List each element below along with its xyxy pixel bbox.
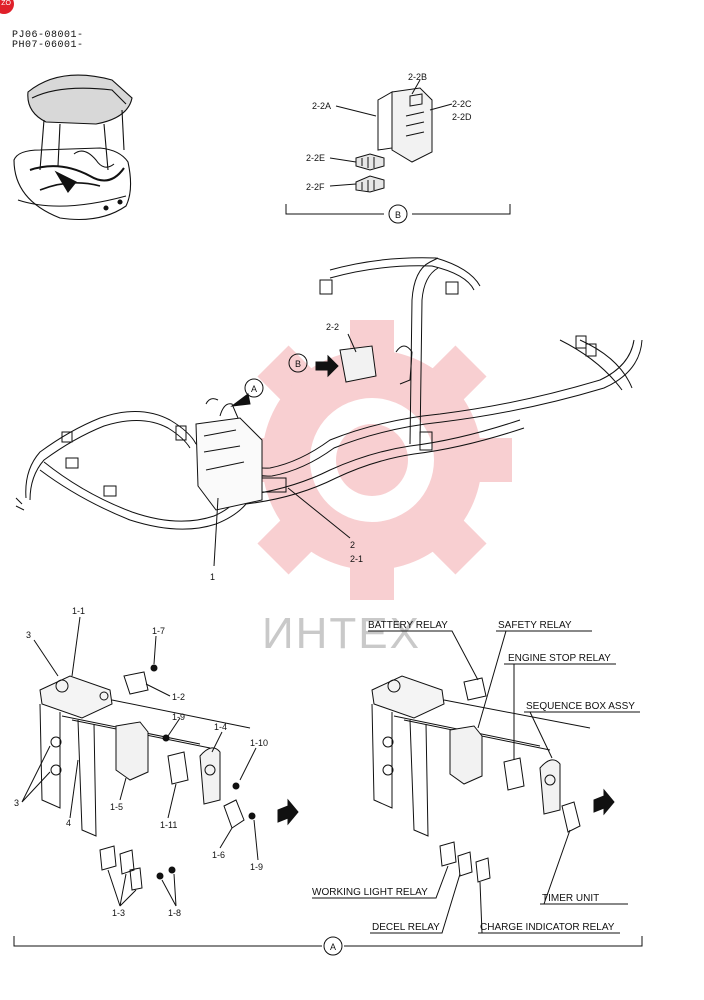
label-1-7: 1-7 — [152, 626, 165, 636]
label-1-11: 1-11 — [160, 820, 177, 830]
label-2-2C: 2-2C — [452, 99, 472, 109]
view-a-circle-main: A — [251, 384, 257, 394]
label-2-2A: 2-2A — [312, 101, 331, 111]
label-4: 4 — [66, 818, 71, 828]
view-b-circle-label: B — [395, 210, 401, 220]
label-1-2: 1-2 — [172, 692, 185, 702]
detail-a-exploded — [21, 616, 299, 907]
label-1-4: 1-4 — [214, 722, 227, 732]
label-1-9-b: 1-9 — [250, 862, 263, 872]
label-1-3: 1-3 — [112, 908, 125, 918]
label-1-8: 1-8 — [168, 908, 181, 918]
label-1-main: 1 — [210, 572, 215, 582]
serial-range-1: PJ06-08001- — [12, 30, 84, 41]
label-safety-relay: SAFETY RELAY — [498, 620, 572, 631]
label-1-9-a: 1-9 — [172, 712, 185, 722]
label-timer-unit: TIMER UNIT — [542, 893, 599, 904]
label-2-2E: 2-2E — [306, 153, 325, 163]
label-1-1: 1-1 — [72, 606, 85, 616]
main-wire-harness — [15, 257, 643, 567]
label-1-10: 1-10 — [250, 738, 268, 748]
detail-a-relays — [13, 630, 643, 956]
label-1-6: 1-6 — [212, 850, 225, 860]
label-sequence-box-assy: SEQUENCE BOX ASSY — [526, 701, 635, 712]
label-3-top: 3 — [26, 630, 31, 640]
label-2-2D: 2-2D — [452, 112, 472, 122]
label-2-2B: 2-2B — [408, 72, 427, 82]
view-b-circle-main: B — [295, 359, 301, 369]
label-charge-indicator-relay: CHARGE INDICATOR RELAY — [480, 922, 615, 933]
watermark-text: ИНТЕХ — [262, 609, 421, 658]
label-2-1-main: 2-1 — [350, 554, 363, 564]
machine-location-thumbnail — [13, 74, 133, 221]
label-decel-relay: DECEL RELAY — [372, 922, 440, 933]
view-a-circle-detail: A — [330, 942, 336, 952]
label-working-light-relay: WORKING LIGHT RELAY — [312, 887, 428, 898]
label-2-2-main: 2-2 — [326, 322, 339, 332]
detail-b — [285, 79, 511, 224]
label-1-5: 1-5 — [110, 802, 123, 812]
label-2-main: 2 — [350, 540, 355, 550]
serial-range-2: PH07-06001- — [12, 40, 84, 51]
watermark-gear-icon — [232, 320, 512, 600]
label-battery-relay: BATTERY RELAY — [368, 620, 448, 631]
brand-logo: ZO — [0, 0, 14, 14]
label-3-bottom: 3 — [14, 798, 19, 808]
label-2-2F: 2-2F — [306, 182, 325, 192]
label-engine-stop-relay: ENGINE STOP RELAY — [508, 653, 611, 664]
